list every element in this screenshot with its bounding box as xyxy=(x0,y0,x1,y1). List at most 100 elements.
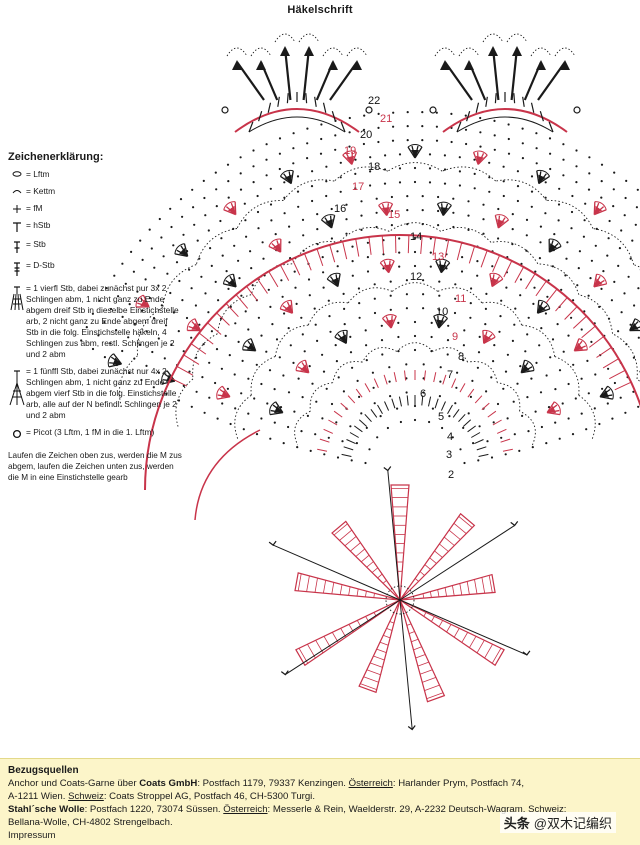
stitch-tick xyxy=(467,388,475,398)
petal-stitch xyxy=(423,612,427,617)
footer-line-1: Anchor und Coats-Garne über Coats GmbH: … xyxy=(8,777,632,790)
base-stitch xyxy=(503,260,513,278)
cluster-top xyxy=(433,314,448,319)
cluster-fill xyxy=(538,174,546,183)
base-stitch xyxy=(316,248,324,267)
chain-dot xyxy=(316,213,319,216)
petal-stitch xyxy=(360,683,377,690)
fan-rows xyxy=(80,111,640,465)
chain-dot xyxy=(334,148,337,151)
petal-stitch xyxy=(363,676,379,683)
chain-dot xyxy=(233,373,236,376)
chain-dot xyxy=(203,196,206,200)
chain-dot xyxy=(490,376,493,379)
chain-dot xyxy=(549,356,552,359)
chain-dot xyxy=(535,147,538,150)
chain-dot xyxy=(334,134,337,137)
chain-dot xyxy=(182,233,185,236)
chain-dot xyxy=(544,312,548,315)
chain-dot xyxy=(498,330,501,333)
crown-chain-loop xyxy=(274,33,296,43)
chain-dot xyxy=(273,421,276,424)
row-number: 3 xyxy=(446,449,452,461)
footer-line-5: Impressum xyxy=(8,830,56,841)
petal-stitch xyxy=(386,628,393,631)
chain-dot xyxy=(606,254,609,257)
stitch-cluster xyxy=(279,169,294,185)
chain-dot xyxy=(526,396,529,399)
cluster-top xyxy=(269,401,276,415)
chain-dot xyxy=(534,270,537,273)
stitch-tick xyxy=(317,448,328,452)
chain-arch xyxy=(362,347,398,363)
chain-dot xyxy=(190,405,193,408)
crown-spike-tip xyxy=(560,60,570,70)
chain-dot xyxy=(491,265,494,268)
chain-dot xyxy=(256,210,260,214)
chain-arch xyxy=(236,199,284,229)
chain-dot xyxy=(567,417,570,420)
chain-dot xyxy=(554,388,557,391)
chain-dot xyxy=(208,396,211,399)
chain-dot xyxy=(422,307,425,310)
cluster-fill xyxy=(325,219,333,228)
crown-red-arc xyxy=(234,108,360,133)
petal-stitch xyxy=(373,655,385,661)
chain-dot xyxy=(321,256,324,259)
chain-dot xyxy=(467,412,470,415)
chain-dot xyxy=(635,206,639,209)
chain-dot xyxy=(282,442,285,445)
chain-dot xyxy=(227,180,230,183)
cluster-top xyxy=(437,201,452,206)
cluster-fill xyxy=(491,277,499,286)
chain-dot xyxy=(413,418,417,422)
chain-dot xyxy=(252,181,255,184)
chain-dot xyxy=(311,382,314,385)
petal-stitch xyxy=(461,632,469,643)
chain-arch xyxy=(195,228,238,265)
chain-dot xyxy=(339,190,342,193)
chain-dot xyxy=(271,323,274,326)
footer-text: : Harlander Prym, Postfach 74, xyxy=(392,778,525,789)
chain-dot xyxy=(526,333,529,336)
petal-stitch xyxy=(297,573,302,591)
cluster-top xyxy=(482,329,496,338)
petal-stitch xyxy=(484,644,493,659)
chain-dot xyxy=(288,225,291,228)
cluster-top xyxy=(279,169,294,177)
chain-dot xyxy=(539,391,543,394)
chain-dot xyxy=(540,425,544,429)
crown-spike-tip xyxy=(256,60,266,70)
crown-tick xyxy=(331,111,336,122)
cluster-top xyxy=(607,385,614,400)
chain-dot xyxy=(389,294,392,297)
chain-dot xyxy=(251,284,254,287)
crown-spike xyxy=(283,47,292,101)
chain-dot xyxy=(492,360,495,363)
chain-dot xyxy=(570,316,573,319)
chain-dot xyxy=(278,152,281,155)
petal-stitch xyxy=(339,529,353,541)
chain-dot xyxy=(244,219,247,222)
chain-dot xyxy=(392,111,395,114)
chain-dot xyxy=(594,373,597,376)
chain-dot xyxy=(545,374,548,377)
cluster-fill xyxy=(440,207,449,215)
chain-dot xyxy=(373,297,376,300)
chain-dot xyxy=(283,212,286,215)
chain-arch xyxy=(396,342,434,352)
base-stitch xyxy=(456,242,463,261)
chain-dot xyxy=(451,436,454,439)
chain-dot xyxy=(366,270,370,273)
base-stitch xyxy=(246,285,258,302)
chain-dot xyxy=(629,257,632,260)
chain-arch xyxy=(347,287,393,304)
chain-dot xyxy=(357,287,360,290)
chain-dot xyxy=(179,198,183,201)
chain-dot xyxy=(316,243,319,246)
chain-dot xyxy=(234,322,237,325)
chain-dot xyxy=(239,156,242,159)
chain-dot xyxy=(262,257,265,260)
chain-dot xyxy=(313,307,316,310)
chain-dot xyxy=(631,239,634,242)
